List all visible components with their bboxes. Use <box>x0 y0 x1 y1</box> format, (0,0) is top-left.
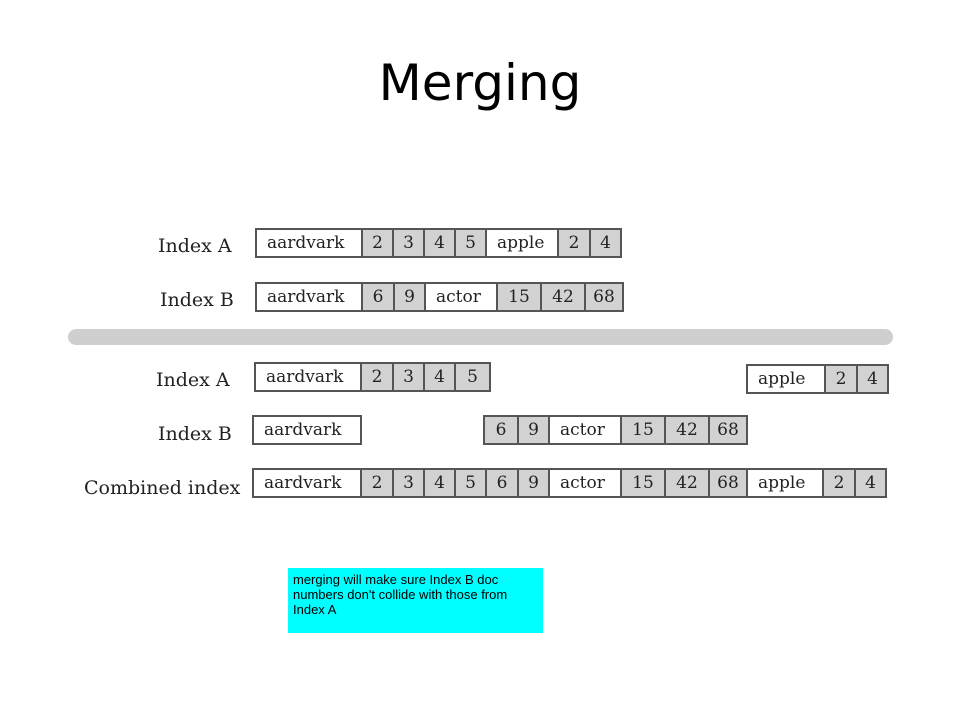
posting-cell: 5 <box>454 470 485 496</box>
term-cell: apple <box>748 366 824 392</box>
posting-cell: 9 <box>517 417 548 443</box>
list-after-index-b-aardvark: aardvark <box>252 415 362 445</box>
posting-cell: 9 <box>517 470 548 496</box>
posting-cell: 4 <box>589 230 620 256</box>
posting-cell: 2 <box>361 230 392 256</box>
posting-cell: 4 <box>854 470 885 496</box>
posting-cell: 4 <box>423 470 454 496</box>
posting-cell: 2 <box>557 230 589 256</box>
posting-cell: 68 <box>584 284 622 310</box>
term-cell: aardvark <box>254 470 360 496</box>
posting-cell: 2 <box>822 470 854 496</box>
term-cell: aardvark <box>254 417 360 443</box>
term-cell: apple <box>746 470 822 496</box>
term-cell: actor <box>548 470 620 496</box>
term-cell: aardvark <box>257 230 361 256</box>
term-cell: aardvark <box>257 284 361 310</box>
merge-note: merging will make sure Index B doc numbe… <box>288 568 543 633</box>
posting-cell: 68 <box>708 470 746 496</box>
posting-cell: 9 <box>393 284 424 310</box>
term-cell: apple <box>485 230 557 256</box>
posting-cell: 15 <box>620 470 664 496</box>
label-after-index-b: Index B <box>158 423 232 445</box>
posting-cell: 2 <box>360 470 392 496</box>
posting-cell: 4 <box>423 364 454 390</box>
posting-cell: 2 <box>360 364 392 390</box>
label-before-index-b: Index B <box>160 289 234 311</box>
posting-cell: 6 <box>485 417 517 443</box>
posting-cell: 15 <box>496 284 540 310</box>
posting-cell: 6 <box>485 470 517 496</box>
label-after-index-a: Index A <box>156 369 230 391</box>
posting-cell: 68 <box>708 417 746 443</box>
slide-title: Merging <box>378 54 582 112</box>
term-cell: actor <box>424 284 496 310</box>
posting-cell: 42 <box>664 470 708 496</box>
term-cell: actor <box>548 417 620 443</box>
posting-cell: 6 <box>361 284 393 310</box>
posting-cell: 4 <box>423 230 454 256</box>
posting-cell: 3 <box>392 230 423 256</box>
separator-bar <box>68 329 893 345</box>
term-cell: aardvark <box>256 364 360 390</box>
posting-cell: 3 <box>392 364 423 390</box>
posting-cell: 42 <box>540 284 584 310</box>
posting-cell: 4 <box>856 366 887 392</box>
posting-cell: 5 <box>454 230 485 256</box>
label-combined-index: Combined index <box>84 477 241 499</box>
label-before-index-a: Index A <box>158 235 232 257</box>
posting-cell: 42 <box>664 417 708 443</box>
posting-cell: 5 <box>454 364 489 390</box>
posting-cell: 3 <box>392 470 423 496</box>
posting-cell: 15 <box>620 417 664 443</box>
posting-cell: 2 <box>824 366 856 392</box>
